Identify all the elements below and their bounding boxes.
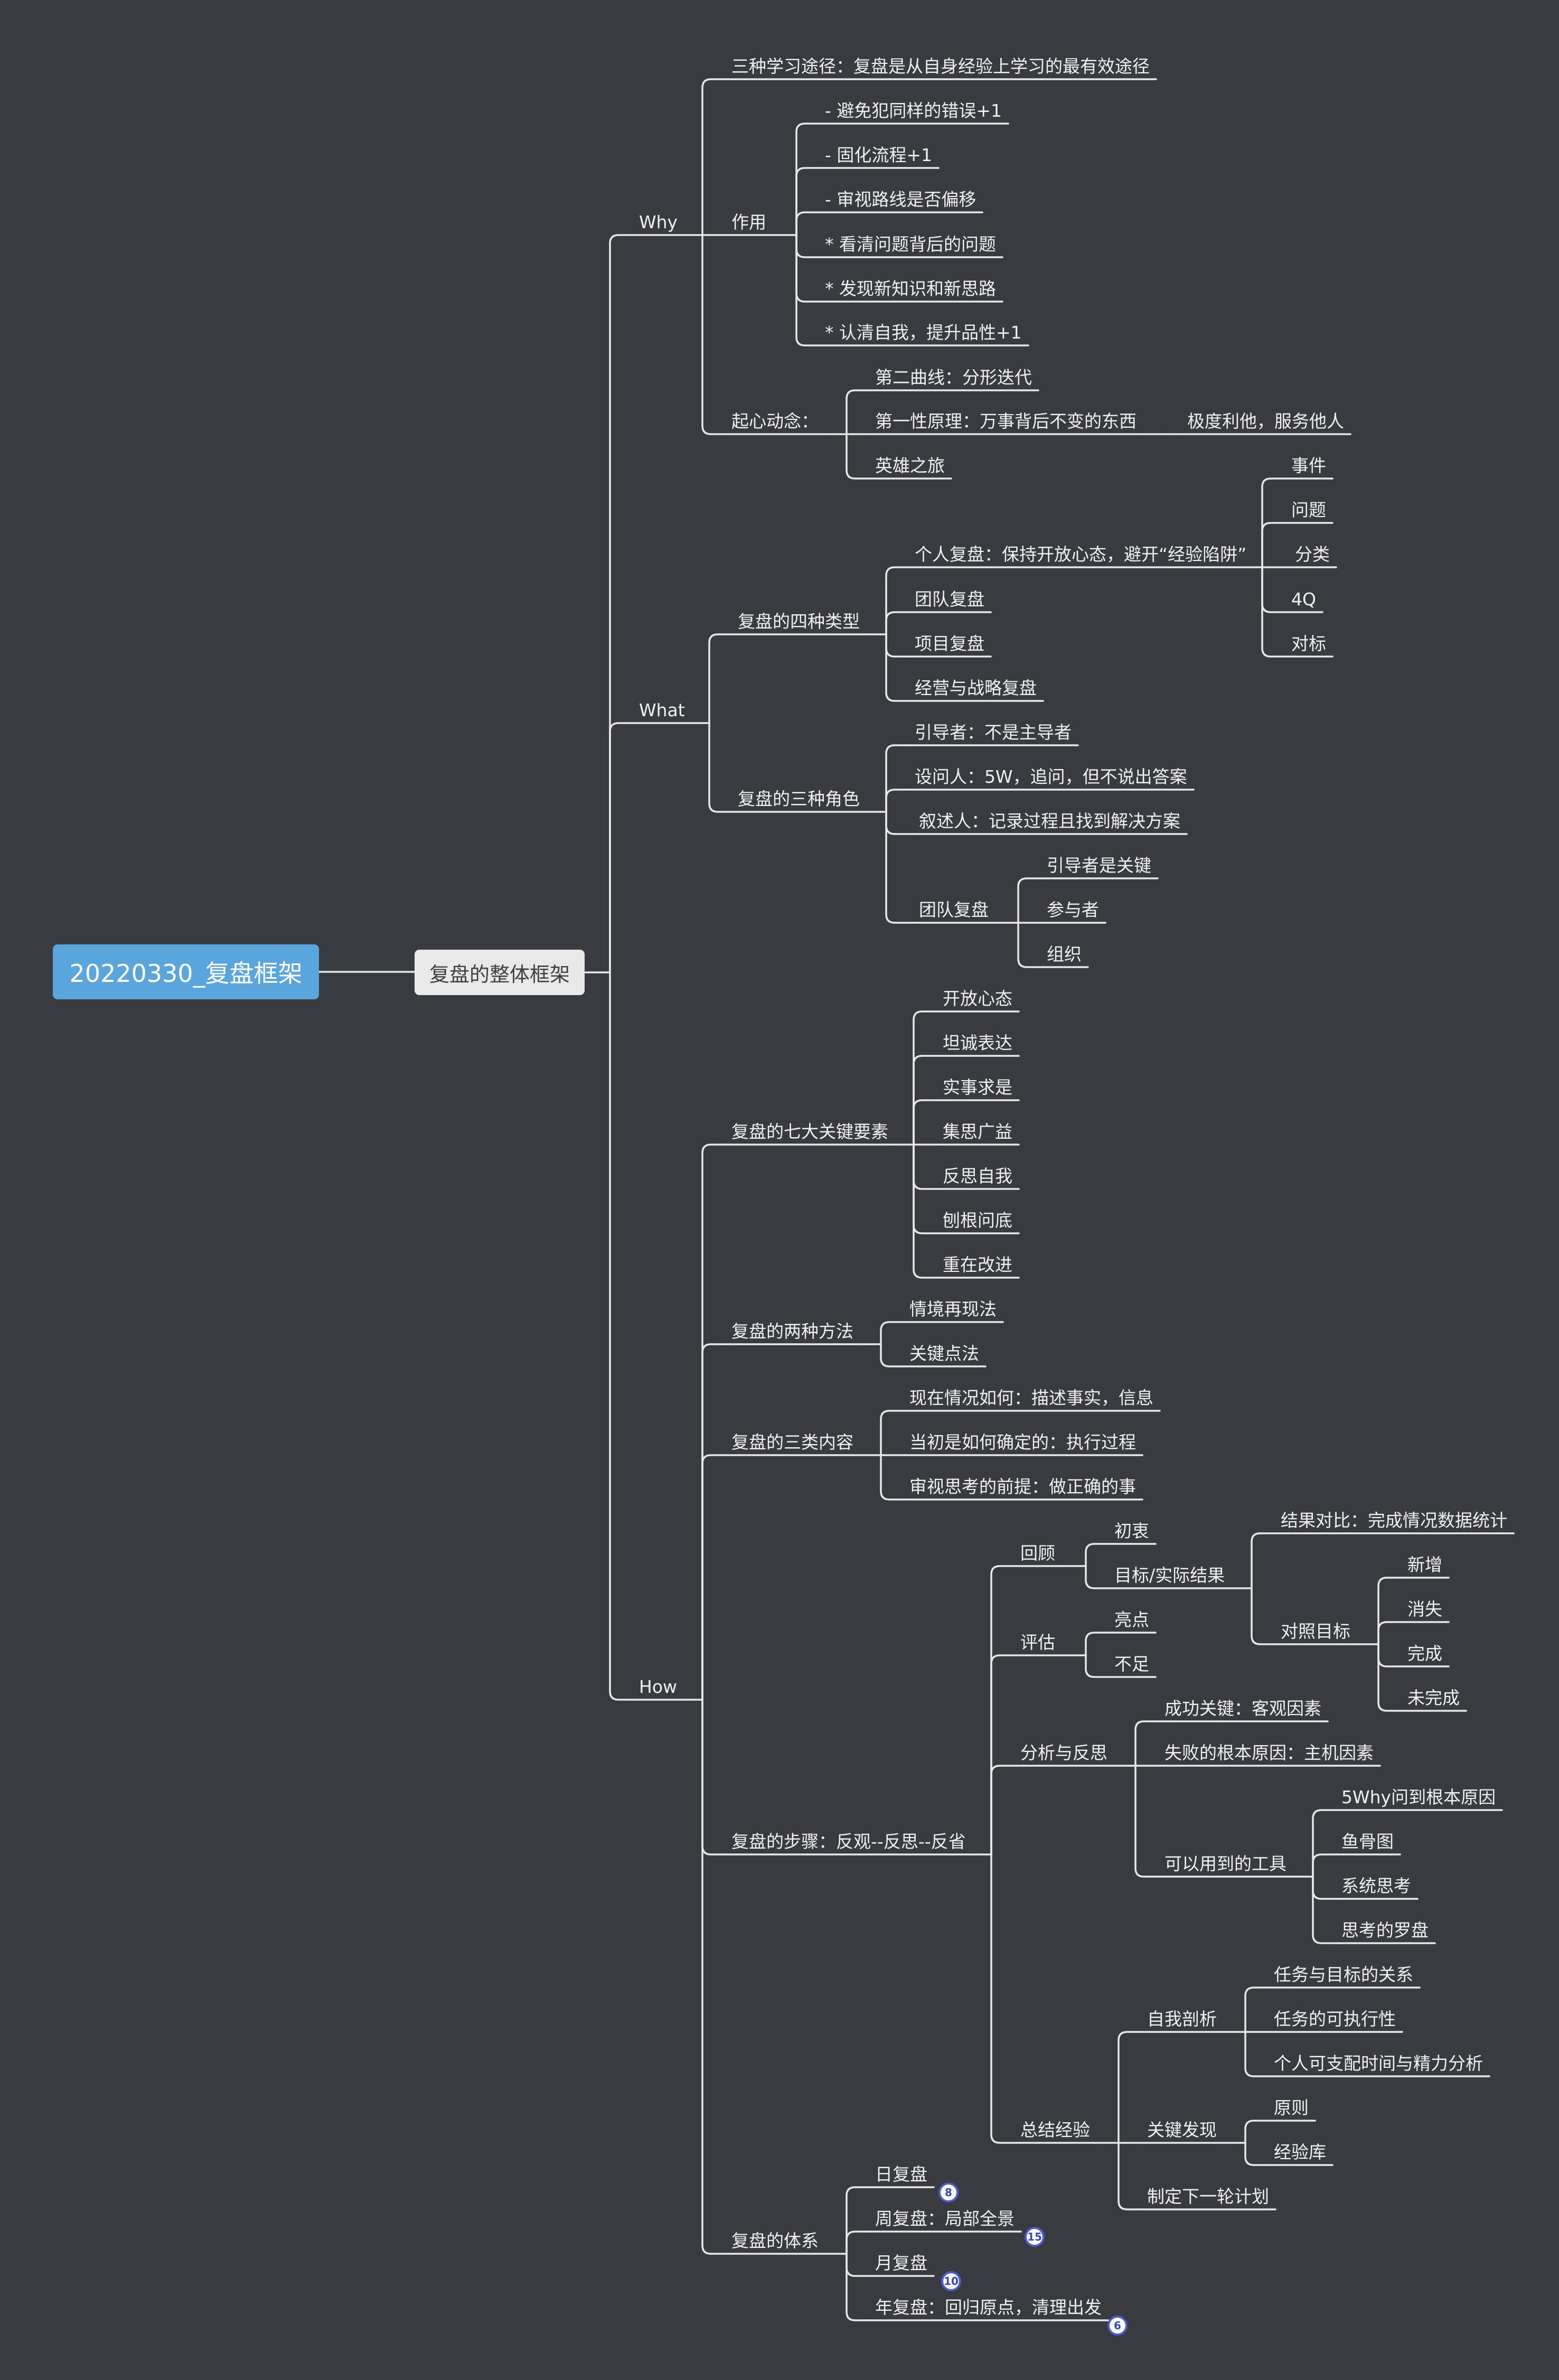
content-item[interactable]: 现在情况如何：描述事实，信息 — [909, 1388, 1153, 1408]
system-item[interactable]: 周复盘：局部全景 — [875, 2208, 1015, 2229]
element-item[interactable]: 集思广益 — [943, 1121, 1012, 1142]
effect-item[interactable]: * 发现新知识和新思路 — [825, 278, 996, 299]
node-learning-paths[interactable]: 三种学习途径：复盘是从自身经验上学习的最有效途径 — [731, 56, 1150, 77]
motive-first-principle[interactable]: 第一性原理：万事背后不变的东西 — [875, 411, 1137, 432]
motive-altruism[interactable]: 极度利他，服务他人 — [1187, 411, 1344, 432]
main-topic[interactable]: 复盘的整体框架 — [415, 950, 585, 995]
team-item[interactable]: 组织 — [1047, 944, 1082, 964]
tool-item[interactable]: 鱼骨图 — [1341, 1831, 1394, 1852]
element-item[interactable]: 重在改进 — [943, 1254, 1012, 1275]
node-motive[interactable]: 起心动念： — [731, 411, 819, 432]
step-analyze[interactable]: 分析与反思 — [1020, 1742, 1107, 1763]
versus-item[interactable]: 消失 — [1407, 1599, 1442, 1619]
role-narrator[interactable]: 叙述人：记录过程且找到解决方案 — [919, 811, 1180, 831]
evaluate-item[interactable]: 亮点 — [1114, 1609, 1149, 1630]
evaluate-item[interactable]: 不足 — [1114, 1654, 1149, 1674]
node-two-methods[interactable]: 复盘的两种方法 — [731, 1321, 853, 1342]
system-item[interactable]: 月复盘 — [875, 2253, 927, 2273]
personal-item[interactable]: 4Q — [1291, 589, 1316, 610]
review-target[interactable]: 目标/实际结果 — [1114, 1565, 1225, 1586]
analyze-tools[interactable]: 可以用到的工具 — [1164, 1853, 1286, 1874]
role-asker[interactable]: 设问人：5W，追问，但不说出答案 — [915, 766, 1187, 787]
step-summary[interactable]: 总结经验 — [1020, 2120, 1090, 2140]
tool-item[interactable]: 5Why问到根本原因 — [1341, 1787, 1496, 1807]
type-personal[interactable]: 个人复盘：保持开放心态，避开“经验陷阱” — [915, 544, 1247, 565]
team-item[interactable]: 参与者 — [1047, 899, 1099, 920]
type-project[interactable]: 项目复盘 — [915, 633, 984, 654]
review-compare[interactable]: 结果对比：完成情况数据统计 — [1281, 1510, 1507, 1531]
branch-what[interactable]: What — [639, 700, 685, 720]
analyze-success[interactable]: 成功关键：客观因素 — [1164, 1698, 1321, 1719]
node-steps[interactable]: 复盘的步骤：反观--反思--反省 — [731, 1831, 966, 1852]
self-item[interactable]: 任务的可执行性 — [1274, 2009, 1396, 2029]
role-team[interactable]: 团队复盘 — [919, 899, 989, 920]
count-badge[interactable]: 6 — [1107, 2316, 1128, 2336]
personal-item[interactable]: 对标 — [1291, 633, 1326, 654]
step-review[interactable]: 回顾 — [1020, 1543, 1055, 1563]
versus-item[interactable]: 未完成 — [1407, 1688, 1460, 1708]
content-item[interactable]: 当初是如何确定的：执行过程 — [909, 1432, 1136, 1453]
node-three-roles[interactable]: 复盘的三种角色 — [738, 789, 860, 809]
key-item[interactable]: 经验库 — [1274, 2142, 1326, 2162]
tool-item[interactable]: 系统思考 — [1341, 1876, 1411, 1896]
count-badge[interactable]: 8 — [938, 2182, 959, 2203]
element-item[interactable]: 反思自我 — [943, 1166, 1012, 1186]
branch-why[interactable]: Why — [639, 212, 678, 232]
versus-item[interactable]: 完成 — [1407, 1643, 1442, 1664]
summary-plan[interactable]: 制定下一轮计划 — [1147, 2186, 1269, 2207]
element-item[interactable]: 坦诚表达 — [943, 1033, 1012, 1053]
content-item[interactable]: 审视思考的前提：做正确的事 — [909, 1476, 1136, 1497]
root-topic[interactable]: 20220330_复盘框架 — [53, 944, 319, 999]
node-system[interactable]: 复盘的体系 — [731, 2231, 819, 2251]
team-item[interactable]: 引导者是关键 — [1047, 855, 1151, 876]
role-guide[interactable]: 引导者：不是主导者 — [915, 722, 1072, 743]
self-item[interactable]: 个人可支配时间与精力分析 — [1274, 2053, 1483, 2074]
count-badge[interactable]: 15 — [1025, 2227, 1045, 2247]
review-intent[interactable]: 初衷 — [1114, 1521, 1149, 1541]
system-item[interactable]: 日复盘 — [875, 2164, 927, 2185]
motive-second-curve[interactable]: 第二曲线：分形迭代 — [875, 367, 1032, 388]
node-effect[interactable]: 作用 — [731, 212, 766, 232]
personal-item[interactable]: 分类 — [1295, 544, 1330, 565]
effect-item[interactable]: * 认清自我，提升品性+1 — [825, 322, 1022, 343]
effect-item[interactable]: - 固化流程+1 — [825, 145, 933, 165]
summary-key[interactable]: 关键发现 — [1147, 2120, 1217, 2140]
element-item[interactable]: 刨根问底 — [943, 1210, 1012, 1231]
motive-hero-journey[interactable]: 英雄之旅 — [875, 455, 945, 476]
branch-how[interactable]: How — [639, 1676, 677, 1697]
personal-item[interactable]: 事件 — [1291, 455, 1326, 476]
type-team[interactable]: 团队复盘 — [915, 589, 984, 610]
step-evaluate[interactable]: 评估 — [1020, 1632, 1055, 1653]
effect-item[interactable]: - 审视路线是否偏移 — [825, 189, 976, 210]
effect-item[interactable]: - 避免犯同样的错误+1 — [825, 100, 1002, 121]
node-four-types[interactable]: 复盘的四种类型 — [738, 611, 860, 632]
system-item[interactable]: 年复盘：回归原点，清理出发 — [875, 2297, 1102, 2318]
type-strategy[interactable]: 经营与战略复盘 — [915, 678, 1037, 698]
analyze-failure[interactable]: 失败的根本原因：主机因素 — [1164, 1742, 1374, 1763]
element-item[interactable]: 开放心态 — [943, 988, 1012, 1009]
method-item[interactable]: 情境再现法 — [909, 1299, 997, 1319]
key-item[interactable]: 原则 — [1274, 2097, 1309, 2118]
review-versus[interactable]: 对照目标 — [1281, 1621, 1350, 1642]
tool-item[interactable]: 思考的罗盘 — [1341, 1920, 1429, 1941]
summary-self[interactable]: 自我剖析 — [1147, 2009, 1217, 2029]
element-item[interactable]: 实事求是 — [943, 1077, 1012, 1098]
node-three-contents[interactable]: 复盘的三类内容 — [731, 1432, 853, 1453]
node-seven-elements[interactable]: 复盘的七大关键要素 — [731, 1121, 888, 1142]
count-badge[interactable]: 10 — [941, 2271, 961, 2291]
effect-item[interactable]: * 看清问题背后的问题 — [825, 234, 996, 255]
self-item[interactable]: 任务与目标的关系 — [1274, 1964, 1413, 1985]
versus-item[interactable]: 新增 — [1407, 1554, 1442, 1575]
method-item[interactable]: 关键点法 — [909, 1343, 979, 1364]
personal-item[interactable]: 问题 — [1291, 500, 1326, 520]
